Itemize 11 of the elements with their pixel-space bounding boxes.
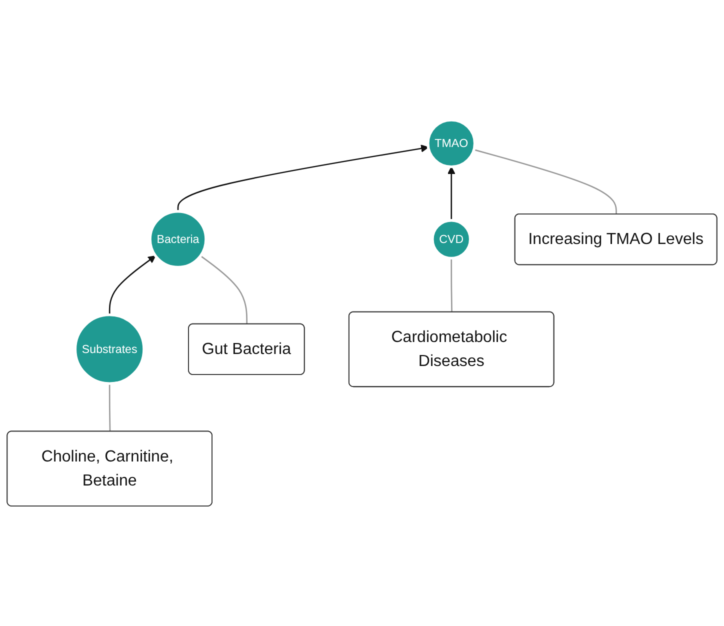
connector (108, 384, 111, 432)
node-circle: Bacteria (148, 210, 208, 269)
arrow (447, 166, 456, 220)
connector (200, 255, 248, 324)
connector (450, 258, 452, 312)
node-circle: Substrates (74, 314, 146, 385)
arrow (177, 144, 429, 212)
node-circle: TMAO (426, 118, 476, 168)
node-circle: CVD (431, 219, 472, 260)
connector (474, 149, 617, 214)
arrow (108, 255, 156, 315)
